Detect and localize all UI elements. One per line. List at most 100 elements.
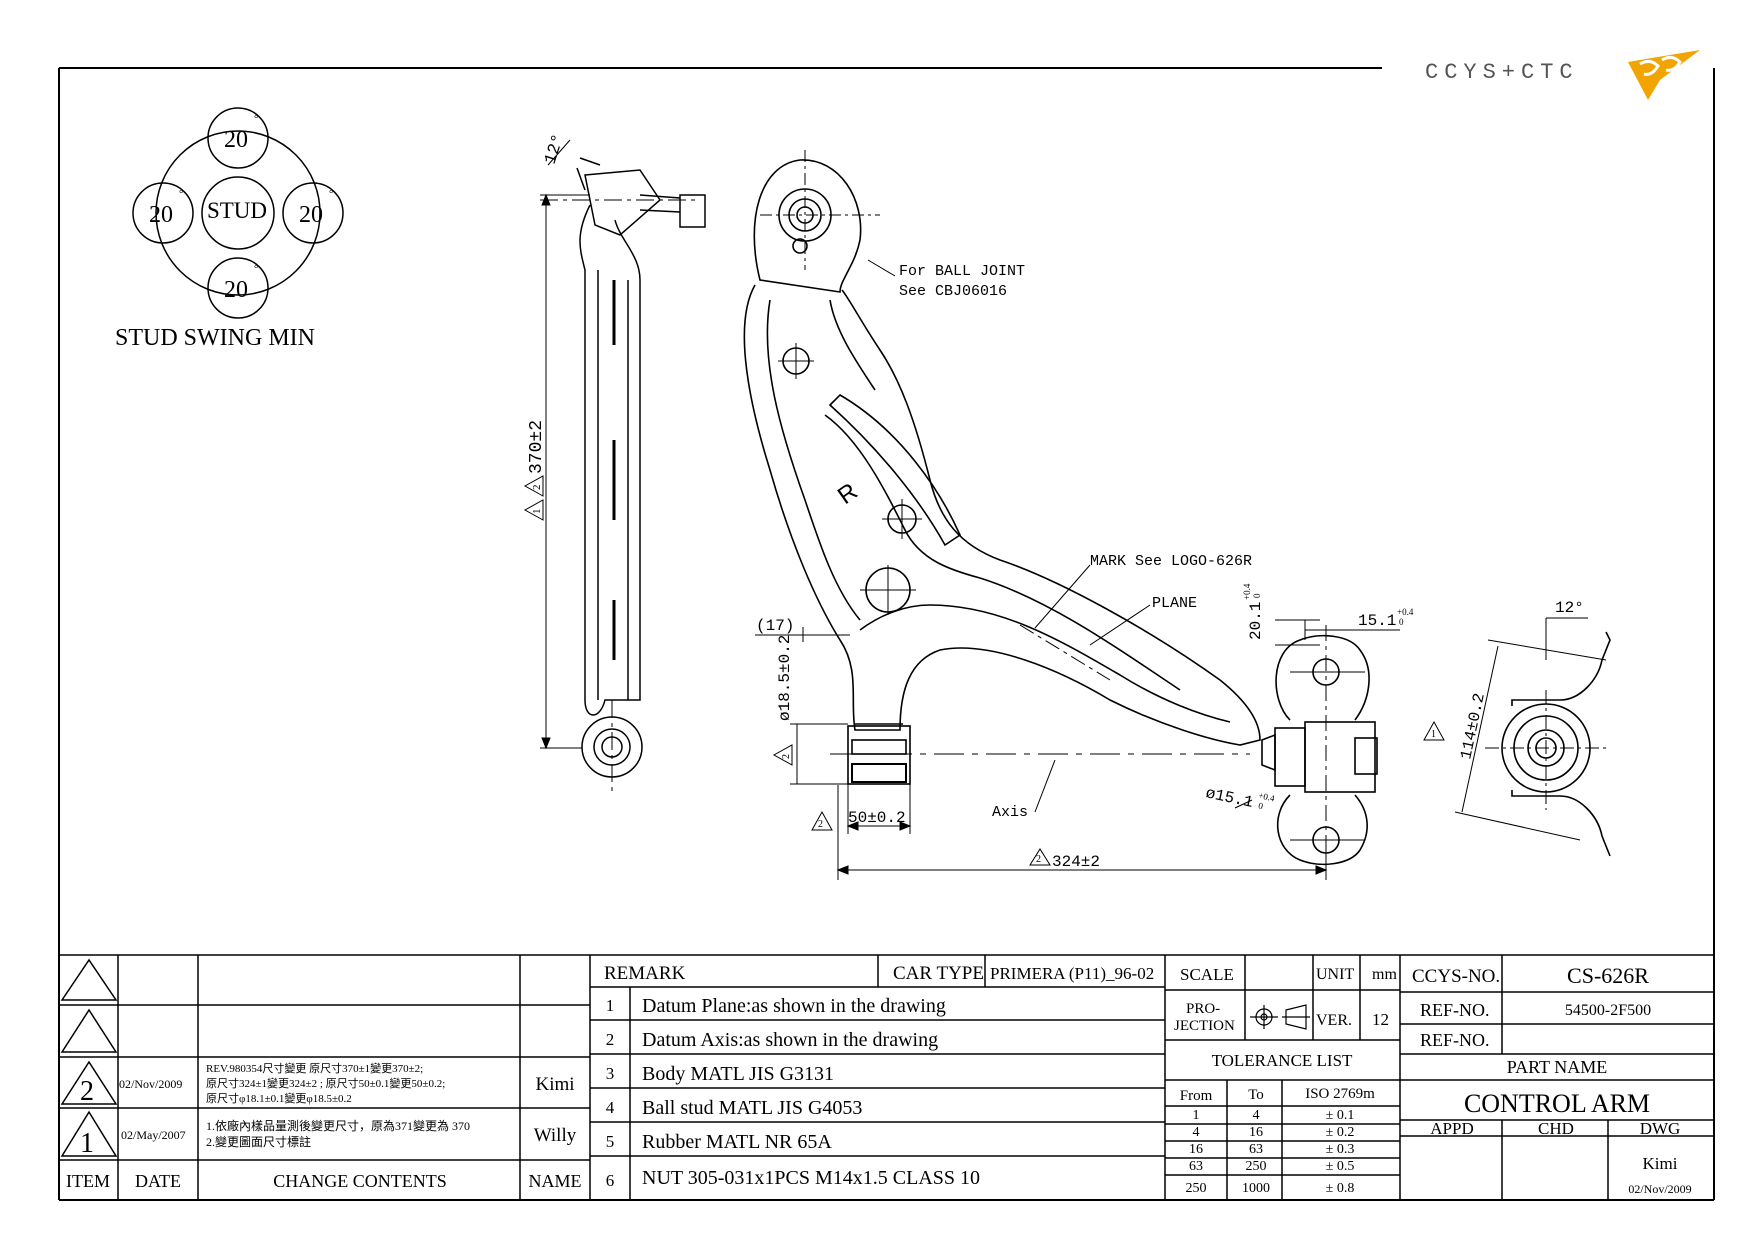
angle-right-label: 12°	[1555, 599, 1584, 617]
part-name-value: CONTROL ARM	[1464, 1089, 1650, 1118]
stud-swing-bottom-value: 20	[224, 277, 248, 303]
tol-row-1-tol: ± 0.1	[1326, 1108, 1355, 1123]
dim-20-1-label: 20.1 +0.4 0	[1242, 583, 1265, 640]
stud-swing-degree-left: °	[179, 188, 183, 200]
mark-logo-note: MARK See LOGO-626R	[1090, 553, 1252, 570]
plane-note: PLANE	[1152, 595, 1197, 612]
revision-2-change-line1: REV.980354尺寸變更 原尺寸370±1變更370±2;	[206, 1061, 423, 1075]
ccys-no-value: CS-626R	[1567, 963, 1649, 988]
dia-18-5-value: ø18.5±0.2	[776, 635, 794, 721]
remark-1-text: Datum Plane:as shown in the drawing	[642, 995, 946, 1017]
stud-swing-degree-bottom: °	[254, 263, 258, 275]
dim-20-1-tol-lower: 0	[1252, 593, 1262, 598]
tol-header-from: From	[1180, 1088, 1213, 1104]
tol-row-4-from: 63	[1189, 1159, 1203, 1174]
dim-50-value: 50±0.2	[848, 809, 906, 827]
stud-swing-right-value: 20	[299, 202, 323, 228]
r-side-mark: R	[833, 478, 863, 510]
length-370-rev1: 1	[531, 509, 543, 515]
ref-no-value: 54500-2F500	[1565, 1002, 1651, 1019]
tol-header-to: To	[1248, 1087, 1264, 1103]
car-type-value: PRIMERA (P11)_96-02	[990, 964, 1154, 983]
dia-15-1-tol-upper: +0.4	[1258, 790, 1277, 803]
remark-5-text: Rubber MATL NR 65A	[642, 1131, 832, 1153]
dim-50-rev: 2	[818, 819, 823, 830]
revision-1-change-line1: 1.依廠內樣品量測後變更尺寸，原為371變更為 370	[206, 1118, 470, 1133]
tol-row-5-tol: ± 0.8	[1326, 1181, 1355, 1196]
length-370-label: 1 2 370±2	[523, 420, 547, 521]
remark-2-text: Datum Axis:as shown in the drawing	[642, 1029, 938, 1051]
revision-2-change-line3: 原尺寸φ18.1±0.1變更φ18.5±0.2	[206, 1091, 352, 1105]
header-date: DATE	[135, 1171, 181, 1191]
logo-text: CCYS+CTC	[1425, 60, 1579, 85]
revision-2-change-line2: 原尺寸324±1變更324±2 ; 原尺寸50±0.1變更50±0.2;	[206, 1076, 445, 1090]
stud-swing-left-circle	[132, 182, 194, 244]
rev-1-marker-right: 1	[1423, 720, 1445, 741]
dim-15-1-value: 15.1	[1358, 612, 1396, 630]
revision-1-change-line2: 2.變更圖面尺寸標註	[206, 1134, 311, 1149]
revision-1-item: 1	[80, 1128, 94, 1159]
stud-swing-diagram	[132, 107, 344, 319]
stud-swing-bottom-circle	[207, 257, 269, 319]
ball-joint-note-line2: See CBJ06016	[899, 283, 1007, 300]
length-370-rev2: 2	[531, 485, 543, 491]
stud-swing-left-value: 20	[149, 202, 173, 228]
bushing-end-view	[1485, 617, 1611, 857]
projection-label-line2: JECTION	[1174, 1018, 1235, 1034]
axis-note: Axis	[992, 804, 1028, 821]
revision-1-date: 02/May/2007	[121, 1128, 186, 1142]
dwg-label: DWG	[1640, 1119, 1681, 1138]
remark-3-number: 3	[606, 1064, 615, 1083]
dia-15-1-value: ø15.1	[1204, 784, 1255, 812]
dia-15-1-label: ø15.1 +0.4 0	[1204, 784, 1277, 812]
revision-2-item: 2	[80, 1076, 94, 1107]
dim-15-1-tol-lower: 0	[1399, 617, 1404, 627]
revision-1-name: Willy	[534, 1125, 577, 1146]
dim-114-value: 114±0.2	[1457, 692, 1489, 761]
ver-value: 12	[1372, 1010, 1389, 1029]
stud-swing-right-circle	[282, 182, 344, 244]
remark-2-number: 2	[606, 1030, 615, 1049]
drawn-by: Kimi	[1643, 1154, 1678, 1173]
chd-label: CHD	[1538, 1119, 1574, 1138]
dia-15-1-tol-lower: 0	[1257, 800, 1264, 811]
control-arm-plan-view	[743, 150, 1378, 880]
company-logo: CCYS+CTC	[1425, 50, 1700, 100]
projection-symbol-icon	[1250, 1004, 1310, 1030]
ver-label: VER.	[1316, 1012, 1352, 1029]
rev-1-marker-text: 1	[1431, 729, 1436, 740]
tol-row-3-from: 16	[1189, 1142, 1203, 1157]
header-change-contents: CHANGE CONTENTS	[273, 1171, 447, 1191]
remark-6-text: NUT 305-031x1PCS M14x1.5 CLASS 10	[642, 1167, 980, 1189]
remark-4-text: Ball stud MATL JIS G4053	[642, 1097, 862, 1119]
stud-swing-top-value: 20	[224, 127, 248, 153]
tol-header-iso: ISO 2769m	[1305, 1086, 1375, 1102]
tol-row-2-from: 4	[1193, 1125, 1200, 1140]
dia-18-5-label: 2 ø18.5±0.2	[772, 635, 794, 766]
revision-2-date: 02/Nov/2009	[119, 1077, 182, 1091]
tol-row-4-tol: ± 0.5	[1326, 1159, 1355, 1174]
stud-circle	[201, 176, 275, 250]
tol-row-1-to: 4	[1253, 1108, 1260, 1123]
stud-swing-caption: STUD SWING MIN	[115, 325, 315, 351]
tolerance-list-title: TOLERANCE LIST	[1212, 1051, 1353, 1070]
header-item: ITEM	[66, 1171, 110, 1191]
dim-324-value: 324±2	[1052, 853, 1100, 871]
dim-324-rev: 2	[1036, 854, 1041, 865]
scale-label: SCALE	[1180, 965, 1234, 984]
stud-swing-degree-top: °	[254, 113, 258, 125]
dim-324-label: 2 324±2	[1029, 848, 1100, 871]
revision-2-name: Kimi	[535, 1074, 574, 1095]
dia-18-5-rev: 2	[781, 754, 792, 759]
unit-label: UNIT	[1316, 966, 1354, 983]
remark-1-number: 1	[606, 996, 615, 1015]
tol-row-1-from: 1	[1193, 1108, 1200, 1123]
stud-swing-top-circle	[207, 107, 269, 169]
drawn-date: 02/Nov/2009	[1628, 1182, 1691, 1196]
remark-6-number: 6	[606, 1171, 615, 1190]
angle-top-label: 12°	[542, 132, 570, 167]
dim-17-label: (17)	[756, 617, 794, 635]
remark-5-number: 5	[606, 1132, 615, 1151]
part-name-label: PART NAME	[1507, 1057, 1607, 1077]
